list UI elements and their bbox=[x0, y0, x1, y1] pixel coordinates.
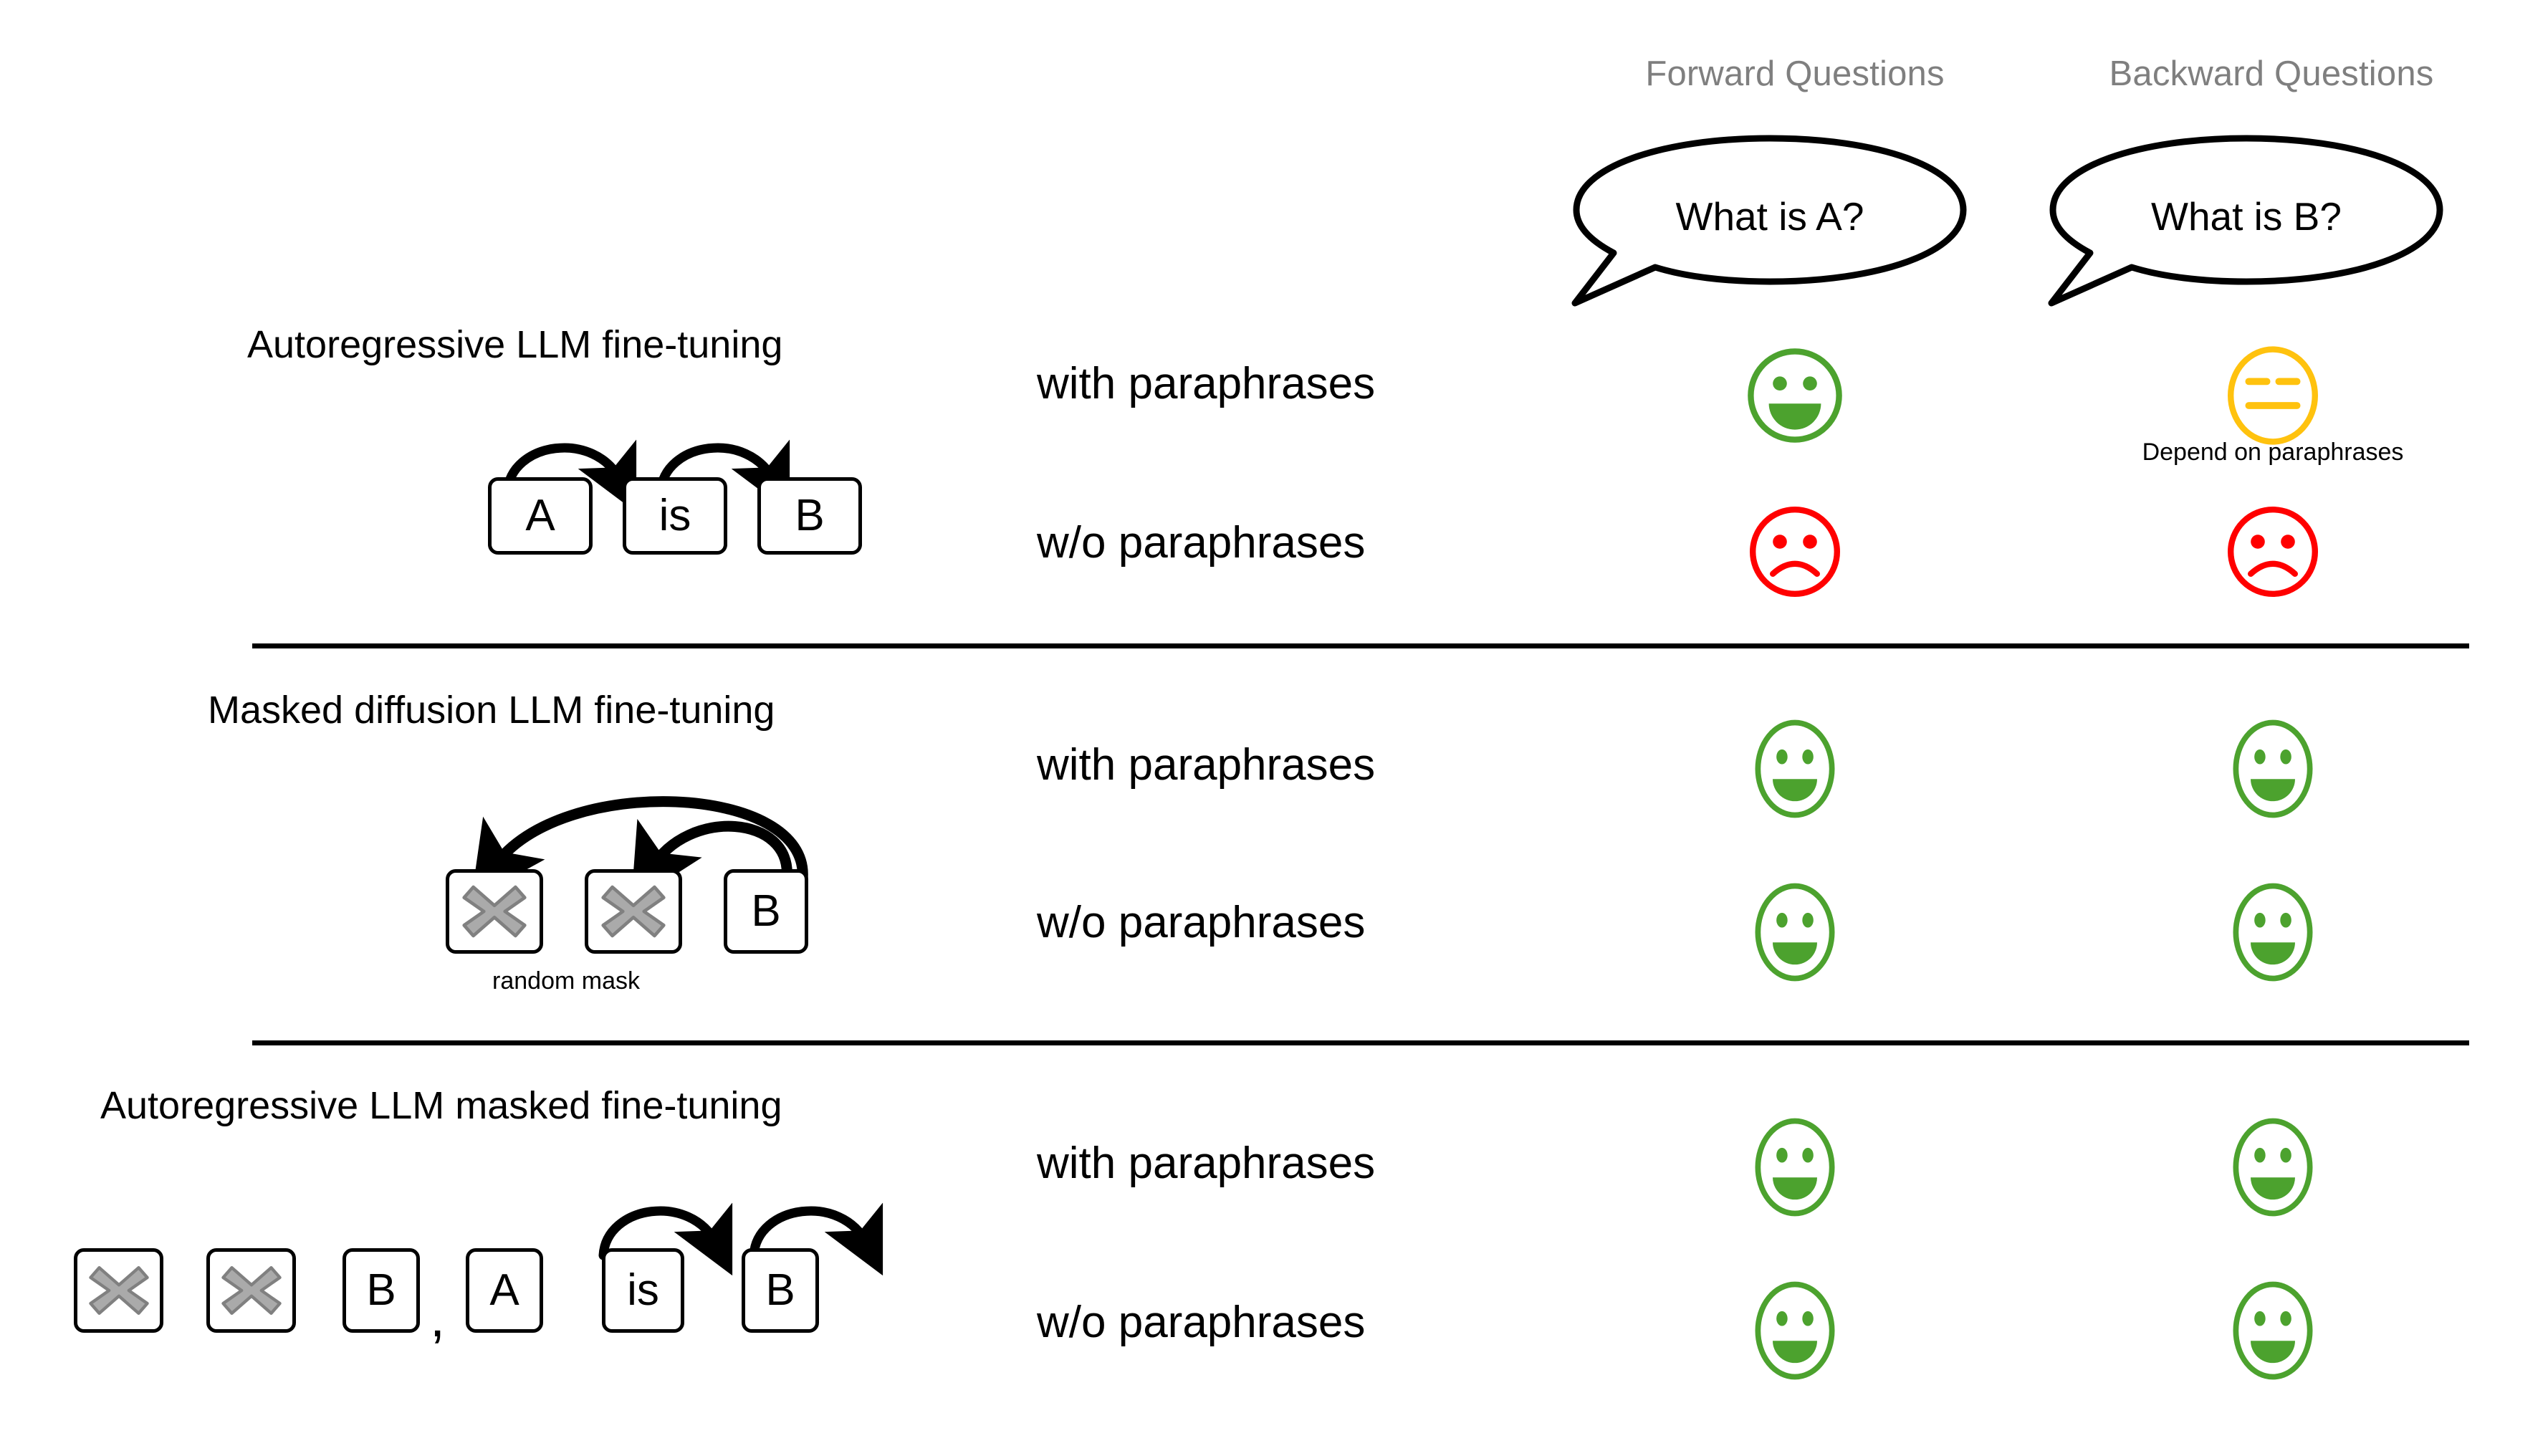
section-divider-2 bbox=[252, 1040, 2469, 1045]
speech-bubble-backward: What is B? bbox=[2046, 133, 2447, 308]
token-box-a: A bbox=[488, 477, 593, 555]
speech-bubble-forward: What is A? bbox=[1569, 133, 1970, 308]
row-title-autoregressive-masked-fine-tuning: Autoregressive LLM masked fine-tuning bbox=[100, 1084, 782, 1127]
sequence-separator-comma: , bbox=[430, 1288, 446, 1349]
row1-label-wo-paraphrases: w/o paraphrases bbox=[1037, 518, 1366, 567]
speech-bubble-forward-text: What is A? bbox=[1675, 194, 1864, 239]
token-box-b-r2: B bbox=[724, 869, 808, 954]
face-sad-backward-r1-without bbox=[2223, 502, 2323, 602]
row-title-masked-diffusion-fine-tuning: Masked diffusion LLM fine-tuning bbox=[208, 689, 775, 732]
face-sad-forward-r1-without bbox=[1745, 502, 1845, 602]
token-box-b-r3-first: B bbox=[343, 1248, 420, 1333]
row3-arrow-group bbox=[573, 1175, 1003, 1276]
token-box-mask-r2-2 bbox=[585, 869, 682, 954]
speech-bubble-backward-text: What is B? bbox=[2151, 194, 2342, 239]
token-box-is: is bbox=[623, 477, 727, 555]
face-happy-forward-r1-with bbox=[1745, 345, 1845, 446]
mask-icon bbox=[221, 1263, 282, 1318]
token-box-a-r3: A bbox=[466, 1248, 543, 1333]
row1-arrow-group bbox=[473, 412, 917, 513]
face-happy-forward-r2-with bbox=[1748, 718, 1841, 820]
face-happy-backward-r3-without bbox=[2226, 1280, 2319, 1381]
row3-label-with-paraphrases: with paraphrases bbox=[1037, 1139, 1376, 1188]
section-divider-1 bbox=[252, 643, 2469, 648]
random-mask-caption: random mask bbox=[492, 967, 640, 995]
column-header-backward: Backward Questions bbox=[2109, 54, 2434, 93]
row2-arrow-group bbox=[444, 770, 903, 903]
row1-label-with-paraphrases: with paraphrases bbox=[1037, 359, 1376, 408]
mask-icon bbox=[600, 883, 666, 940]
face-happy-backward-r3-with bbox=[2226, 1116, 2319, 1218]
row2-label-wo-paraphrases: w/o paraphrases bbox=[1037, 898, 1366, 947]
token-box-mask-r2-1 bbox=[446, 869, 543, 954]
token-box-b: B bbox=[757, 477, 862, 555]
token-box-mask-r3-2 bbox=[206, 1248, 296, 1333]
row3-label-wo-paraphrases: w/o paraphrases bbox=[1037, 1298, 1366, 1347]
row-title-autoregressive-fine-tuning: Autoregressive LLM fine-tuning bbox=[247, 323, 783, 366]
backward-note-depend-on-paraphrases: Depend on paraphrases bbox=[2142, 439, 2404, 466]
token-box-mask-r3-1 bbox=[74, 1248, 163, 1333]
face-happy-backward-r2-without bbox=[2226, 881, 2319, 983]
row2-label-with-paraphrases: with paraphrases bbox=[1037, 740, 1376, 790]
face-happy-backward-r2-with bbox=[2226, 718, 2319, 820]
token-box-is-r3: is bbox=[602, 1248, 684, 1333]
face-neutral-backward-r1-with bbox=[2223, 345, 2323, 446]
face-happy-forward-r3-with bbox=[1748, 1116, 1841, 1218]
column-header-forward: Forward Questions bbox=[1645, 54, 1945, 93]
mask-icon bbox=[461, 883, 527, 940]
token-box-b-r3-second: B bbox=[742, 1248, 819, 1333]
face-happy-forward-r2-without bbox=[1748, 881, 1841, 983]
mask-icon bbox=[88, 1263, 150, 1318]
face-happy-forward-r3-without bbox=[1748, 1280, 1841, 1381]
